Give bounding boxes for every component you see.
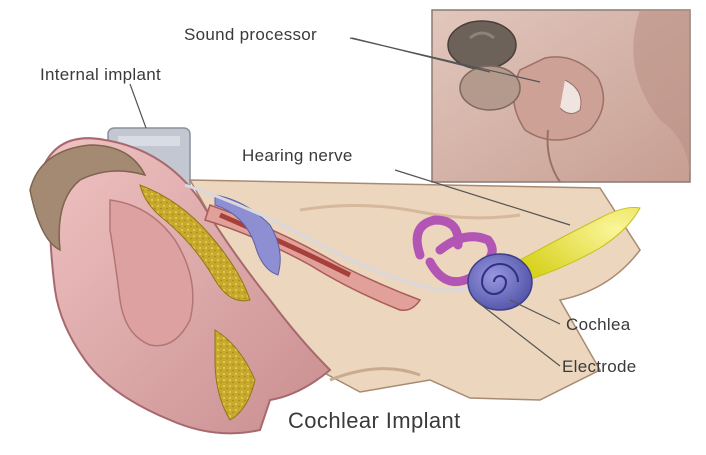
- label-sound-processor: Sound processor: [184, 25, 317, 45]
- label-electrode: Electrode: [562, 357, 637, 377]
- label-cochlea: Cochlea: [566, 315, 630, 335]
- label-hearing-nerve: Hearing nerve: [242, 146, 353, 166]
- label-internal-implant: Internal implant: [40, 65, 161, 85]
- diagram-caption: Cochlear Implant: [288, 408, 461, 434]
